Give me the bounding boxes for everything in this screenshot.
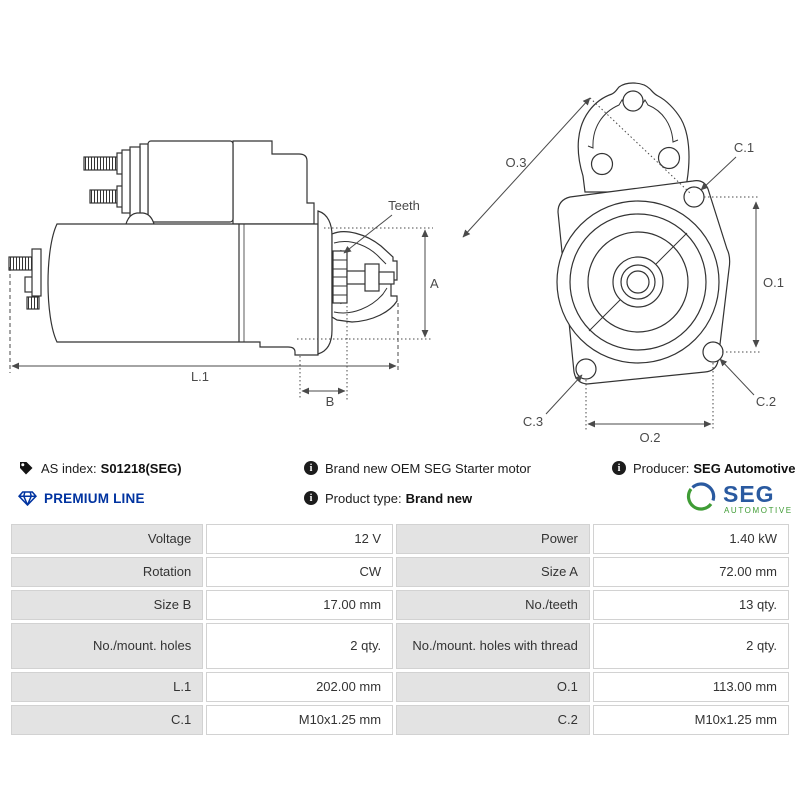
producer-value: SEG Automotive [693,460,796,476]
as-index-value: S01218(SEG) [100,460,182,476]
spec-label: L.1 [11,672,204,702]
info-icon[interactable]: i [304,461,318,475]
product-type-label: Product type: [325,490,402,506]
spec-table: Voltage 12 V Power 1.40 kW Rotation CW S… [8,521,792,738]
seg-automotive-logo: SEG AUTOMOTIVE [683,476,795,523]
dim-label-l1: L.1 [191,369,209,384]
producer-label: Producer: [633,460,690,476]
spec-value: CW [206,557,394,587]
spec-value: 72.00 mm [592,557,789,587]
spec-label: C.1 [11,705,204,735]
table-row: Rotation CW Size A 72.00 mm [11,557,789,587]
side-view-dimensions [9,214,433,400]
table-row: L.1 202.00 mm O.1 113.00 mm [11,672,789,702]
premium-line-link[interactable]: PREMIUM LINE [44,490,145,506]
table-row: Size B 17.00 mm No./teeth 13 qty. [11,590,789,620]
product-type-value: Brand new [405,490,473,506]
logo-arc-green [686,488,713,511]
spec-value: 13 qty. [592,590,789,620]
dim-label-o2: O.2 [640,430,661,445]
producer-row: i Producer: SEG Automotive [612,459,795,477]
mount-hole [657,146,681,170]
spec-label: No./teeth [396,590,590,620]
dim-label-teeth: Teeth [388,198,420,213]
spec-label: Rotation [11,557,204,587]
logo-brand-text: SEG [723,481,775,507]
side-view [8,140,398,356]
dim-label-c1: C.1 [734,140,754,155]
front-view-dimensions [462,97,760,430]
spec-value: M10x1.25 mm [592,705,789,735]
spec-value: 113.00 mm [592,672,789,702]
table-row: C.1 M10x1.25 mm C.2 M10x1.25 mm [11,705,789,735]
spec-value: 1.40 kW [592,524,789,554]
spec-label: No./mount. holes with thread [396,623,590,669]
premium-line-row: PREMIUM LINE [18,489,145,507]
info-icon[interactable]: i [304,491,318,505]
dim-label-c3: C.3 [523,414,543,429]
spec-value: 2 qty. [206,623,394,669]
solenoid [147,140,234,223]
logo-subtitle-text: AUTOMOTIVE [724,506,793,515]
dim-label-a: A [430,276,439,291]
technical-drawing: A L.1 B Teeth [8,82,784,445]
mount-hole [590,152,614,176]
table-row: No./mount. holes 2 qty. No./mount. holes… [11,623,789,669]
spec-label: Voltage [11,524,204,554]
spec-label: Size A [396,557,590,587]
starter-motor-diagram: A L.1 B Teeth [8,82,784,445]
motor-body [47,223,319,356]
dim-label-c2: C.2 [756,394,776,409]
dim-label-o1: O.1 [763,275,784,290]
dim-label-b: B [326,394,335,409]
product-description: Brand new OEM SEG Starter motor [325,460,531,476]
spec-value: M10x1.25 mm [206,705,394,735]
solenoid-terminal [83,156,118,171]
product-type-row: i Product type: Brand new [304,489,472,507]
spec-value: 2 qty. [592,623,789,669]
table-row: Voltage 12 V Power 1.40 kW [11,524,789,554]
terminal-stud [8,256,33,271]
spec-label: Power [396,524,590,554]
mount-hole-c3 [575,358,597,380]
spec-value: 12 V [206,524,394,554]
description-row: i Brand new OEM SEG Starter motor [304,459,531,477]
spec-label: O.1 [396,672,590,702]
info-icon[interactable]: i [612,461,626,475]
spec-value: 202.00 mm [206,672,394,702]
spec-label: Size B [11,590,204,620]
top-mount-hole [622,90,644,112]
diamond-icon [18,490,37,506]
spec-label: No./mount. holes [11,623,204,669]
front-view [556,82,731,385]
as-index-row: AS index: S01218(SEG) [18,459,182,477]
spec-value: 17.00 mm [206,590,394,620]
tag-icon [18,460,34,476]
spec-label: C.2 [396,705,590,735]
as-index-label: AS index: [41,460,97,476]
logo-arc-blue [691,482,716,502]
dim-label-o3: O.3 [506,155,527,170]
